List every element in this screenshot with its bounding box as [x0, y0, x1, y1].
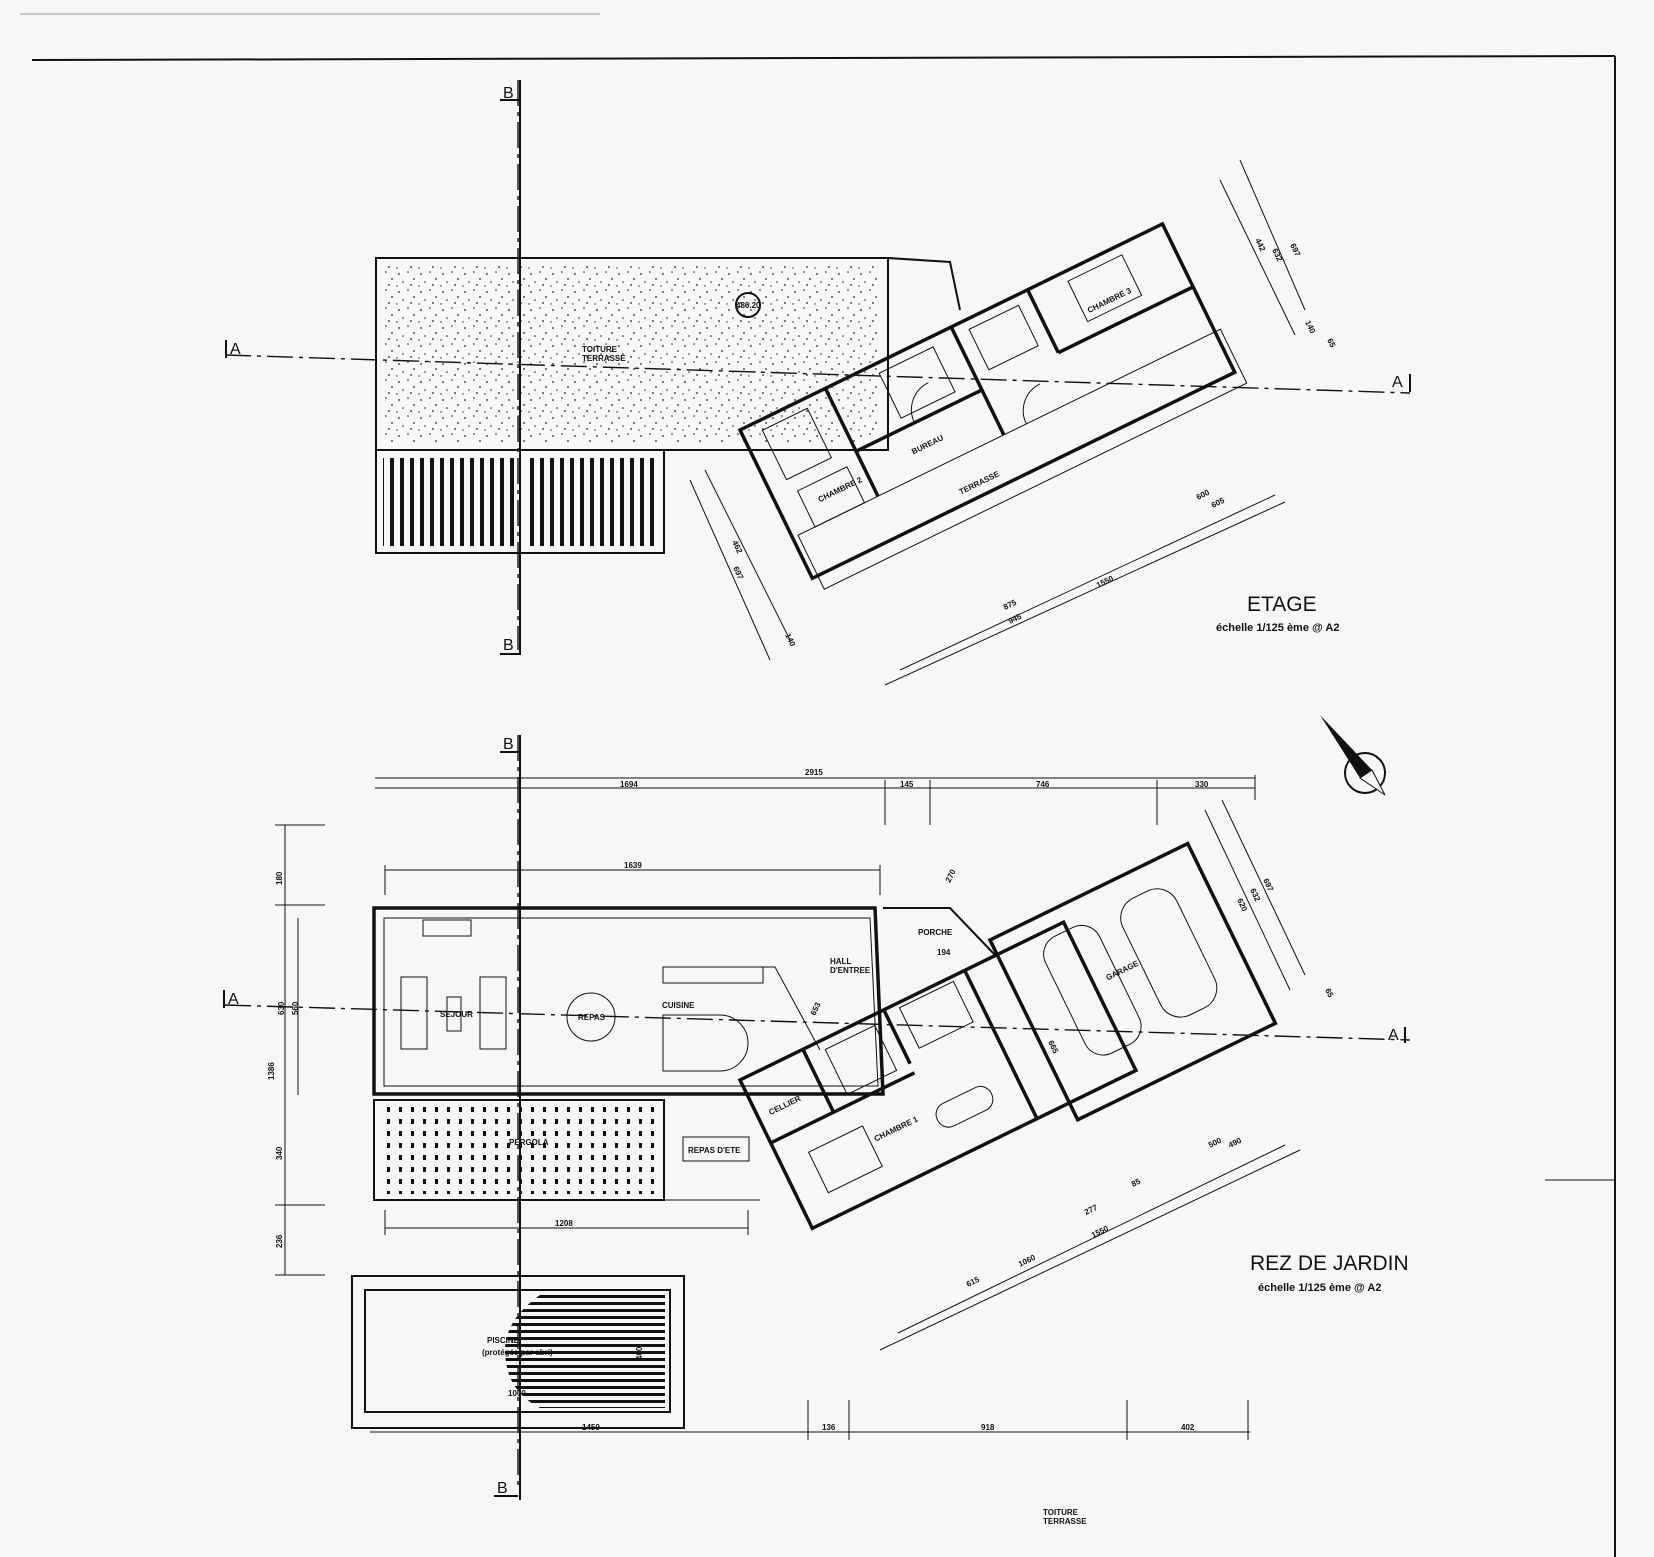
rdj-dim-145: 145 — [900, 780, 914, 789]
etage-dim-600: 600 — [1195, 488, 1211, 502]
etage-room-bureau: BUREAU — [910, 433, 945, 456]
etage-deck — [375, 449, 665, 554]
rdj-dim-1639: 1639 — [624, 861, 642, 870]
section-a-marker-etage-right: A — [1392, 374, 1403, 391]
rdj-dim-630: 630 — [277, 1001, 286, 1015]
rdj-dim-615: 615 — [965, 1275, 981, 1289]
etage-dim-65: 65 — [1325, 337, 1337, 349]
sheet-frame — [20, 13, 1616, 1557]
etage-dim-697: 697 — [1288, 242, 1302, 258]
level-marker — [735, 292, 761, 318]
section-a-marker-rdj-left: A — [228, 991, 239, 1008]
etage-dim-442: 442 — [1253, 237, 1267, 253]
rdj-dim-490: 490 — [1227, 1136, 1243, 1150]
etage-dim-462: 462 — [730, 539, 744, 555]
rdj-living-block — [372, 906, 885, 1096]
rdj-room-piscine-note: (protégée par abri) — [482, 1348, 553, 1357]
rdj-dim-1550: 1550 — [1090, 1224, 1110, 1240]
rdj-dim-270: 270 — [944, 867, 958, 883]
rdj-room-pergola: PERGOLA — [509, 1138, 549, 1147]
etage-dim-1550: 1550 — [1095, 574, 1115, 590]
rdj-dim-1459: 1459 — [582, 1423, 600, 1432]
rdj-dim-1386: 1386 — [267, 1062, 276, 1080]
rdj-dim-918: 918 — [981, 1423, 995, 1432]
etage-title: ETAGE — [1247, 593, 1317, 616]
rdj-room-cuisine: CUISINE — [662, 1001, 695, 1010]
etage-dim-140b: 140 — [783, 632, 797, 648]
etage-dim-875: 875 — [1002, 598, 1018, 612]
rdj-dim-402: 402 — [1181, 1423, 1195, 1432]
etage-dim-140: 140 — [1303, 319, 1317, 335]
rdj-pool-outer — [351, 1275, 685, 1429]
rdj-dim-85: 85 — [1130, 1177, 1142, 1189]
rdj-room-repas: REPAS — [578, 1013, 606, 1022]
section-b-marker-rdj-bottom: B — [497, 1480, 508, 1497]
section-b-marker-rdj-top: B — [503, 736, 514, 753]
rdj-dim-632: 632 — [1248, 887, 1262, 903]
rdj-room-porche: PORCHE — [918, 928, 953, 937]
rdj-pool — [364, 1289, 671, 1413]
rdj-dim-330: 330 — [1195, 780, 1209, 789]
rdj-dim-665: 665 — [1046, 1039, 1060, 1055]
section-markers: B B B B A A A A — [223, 85, 1411, 1497]
section-b-marker-etage-bottom: B — [503, 637, 514, 654]
rdj-dim-65: 65 — [1323, 987, 1335, 999]
rdj-dim-500: 500 — [1207, 1136, 1223, 1150]
section-b-marker-top: B — [503, 85, 514, 102]
rdj-dim-194: 194 — [937, 948, 951, 957]
etage-dim-605: 605 — [1210, 496, 1226, 510]
etage-room-terrasse: TERRASSE — [958, 469, 1002, 496]
rdj-dim-136: 136 — [822, 1423, 836, 1432]
rdj-dim-180: 180 — [275, 871, 284, 885]
rdj-room-sejour: SEJOUR — [440, 1010, 473, 1019]
section-a-marker-etage-left: A — [230, 341, 241, 358]
rdj-dim-1000: 1000 — [508, 1389, 526, 1398]
rdj-building-outline — [737, 919, 1139, 1231]
rdj-room-piscine: PISCINE — [487, 1336, 520, 1345]
rdj-room-garage: GARAGE — [1105, 959, 1141, 983]
rdj-plan: 2915 1694 145 746 330 1639 180 1386 630 … — [267, 768, 1409, 1440]
rdj-dim-697: 697 — [1261, 877, 1275, 893]
rdj-dim-400: 400 — [635, 1346, 644, 1360]
etage-room-chambre2: CHAMBRE 2 — [817, 475, 864, 504]
etage-dim-697b: 697 — [731, 565, 745, 581]
rdj-dim-1694: 1694 — [620, 780, 638, 789]
north-arrow-icon — [1320, 715, 1386, 796]
rdj-room-cellier: CELLIER — [767, 1094, 802, 1117]
rdj-dim-236: 236 — [275, 1234, 284, 1248]
rdj-dim-277: 277 — [1083, 1203, 1099, 1217]
rdj-garage — [987, 841, 1278, 1123]
etage-scale: échelle 1/125 ème @ A2 — [1216, 622, 1339, 634]
rdj-room-chambre1: CHAMBRE 1 — [873, 1114, 920, 1143]
rdj-room-repas-ete: REPAS D'ETE — [688, 1146, 741, 1155]
etage-dim-632: 632 — [1270, 247, 1284, 263]
level-marker-value: 486.20 — [736, 301, 761, 310]
rdj-dim-653: 653 — [809, 1000, 823, 1016]
rdj-summer-dining — [682, 1136, 750, 1162]
rdj-dim-340: 340 — [275, 1146, 284, 1160]
rdj-dim-746: 746 — [1036, 780, 1050, 789]
section-a-marker-rdj-right: A — [1388, 1027, 1399, 1044]
rdj-dim-2915: 2915 — [805, 768, 823, 777]
rdj-dim-1208: 1208 — [555, 1219, 573, 1228]
rdj-dim-560: 560 — [291, 1001, 300, 1015]
rdj-title: REZ DE JARDIN — [1250, 1252, 1409, 1275]
rdj-scale: échelle 1/125 ème @ A2 — [1258, 1282, 1381, 1294]
